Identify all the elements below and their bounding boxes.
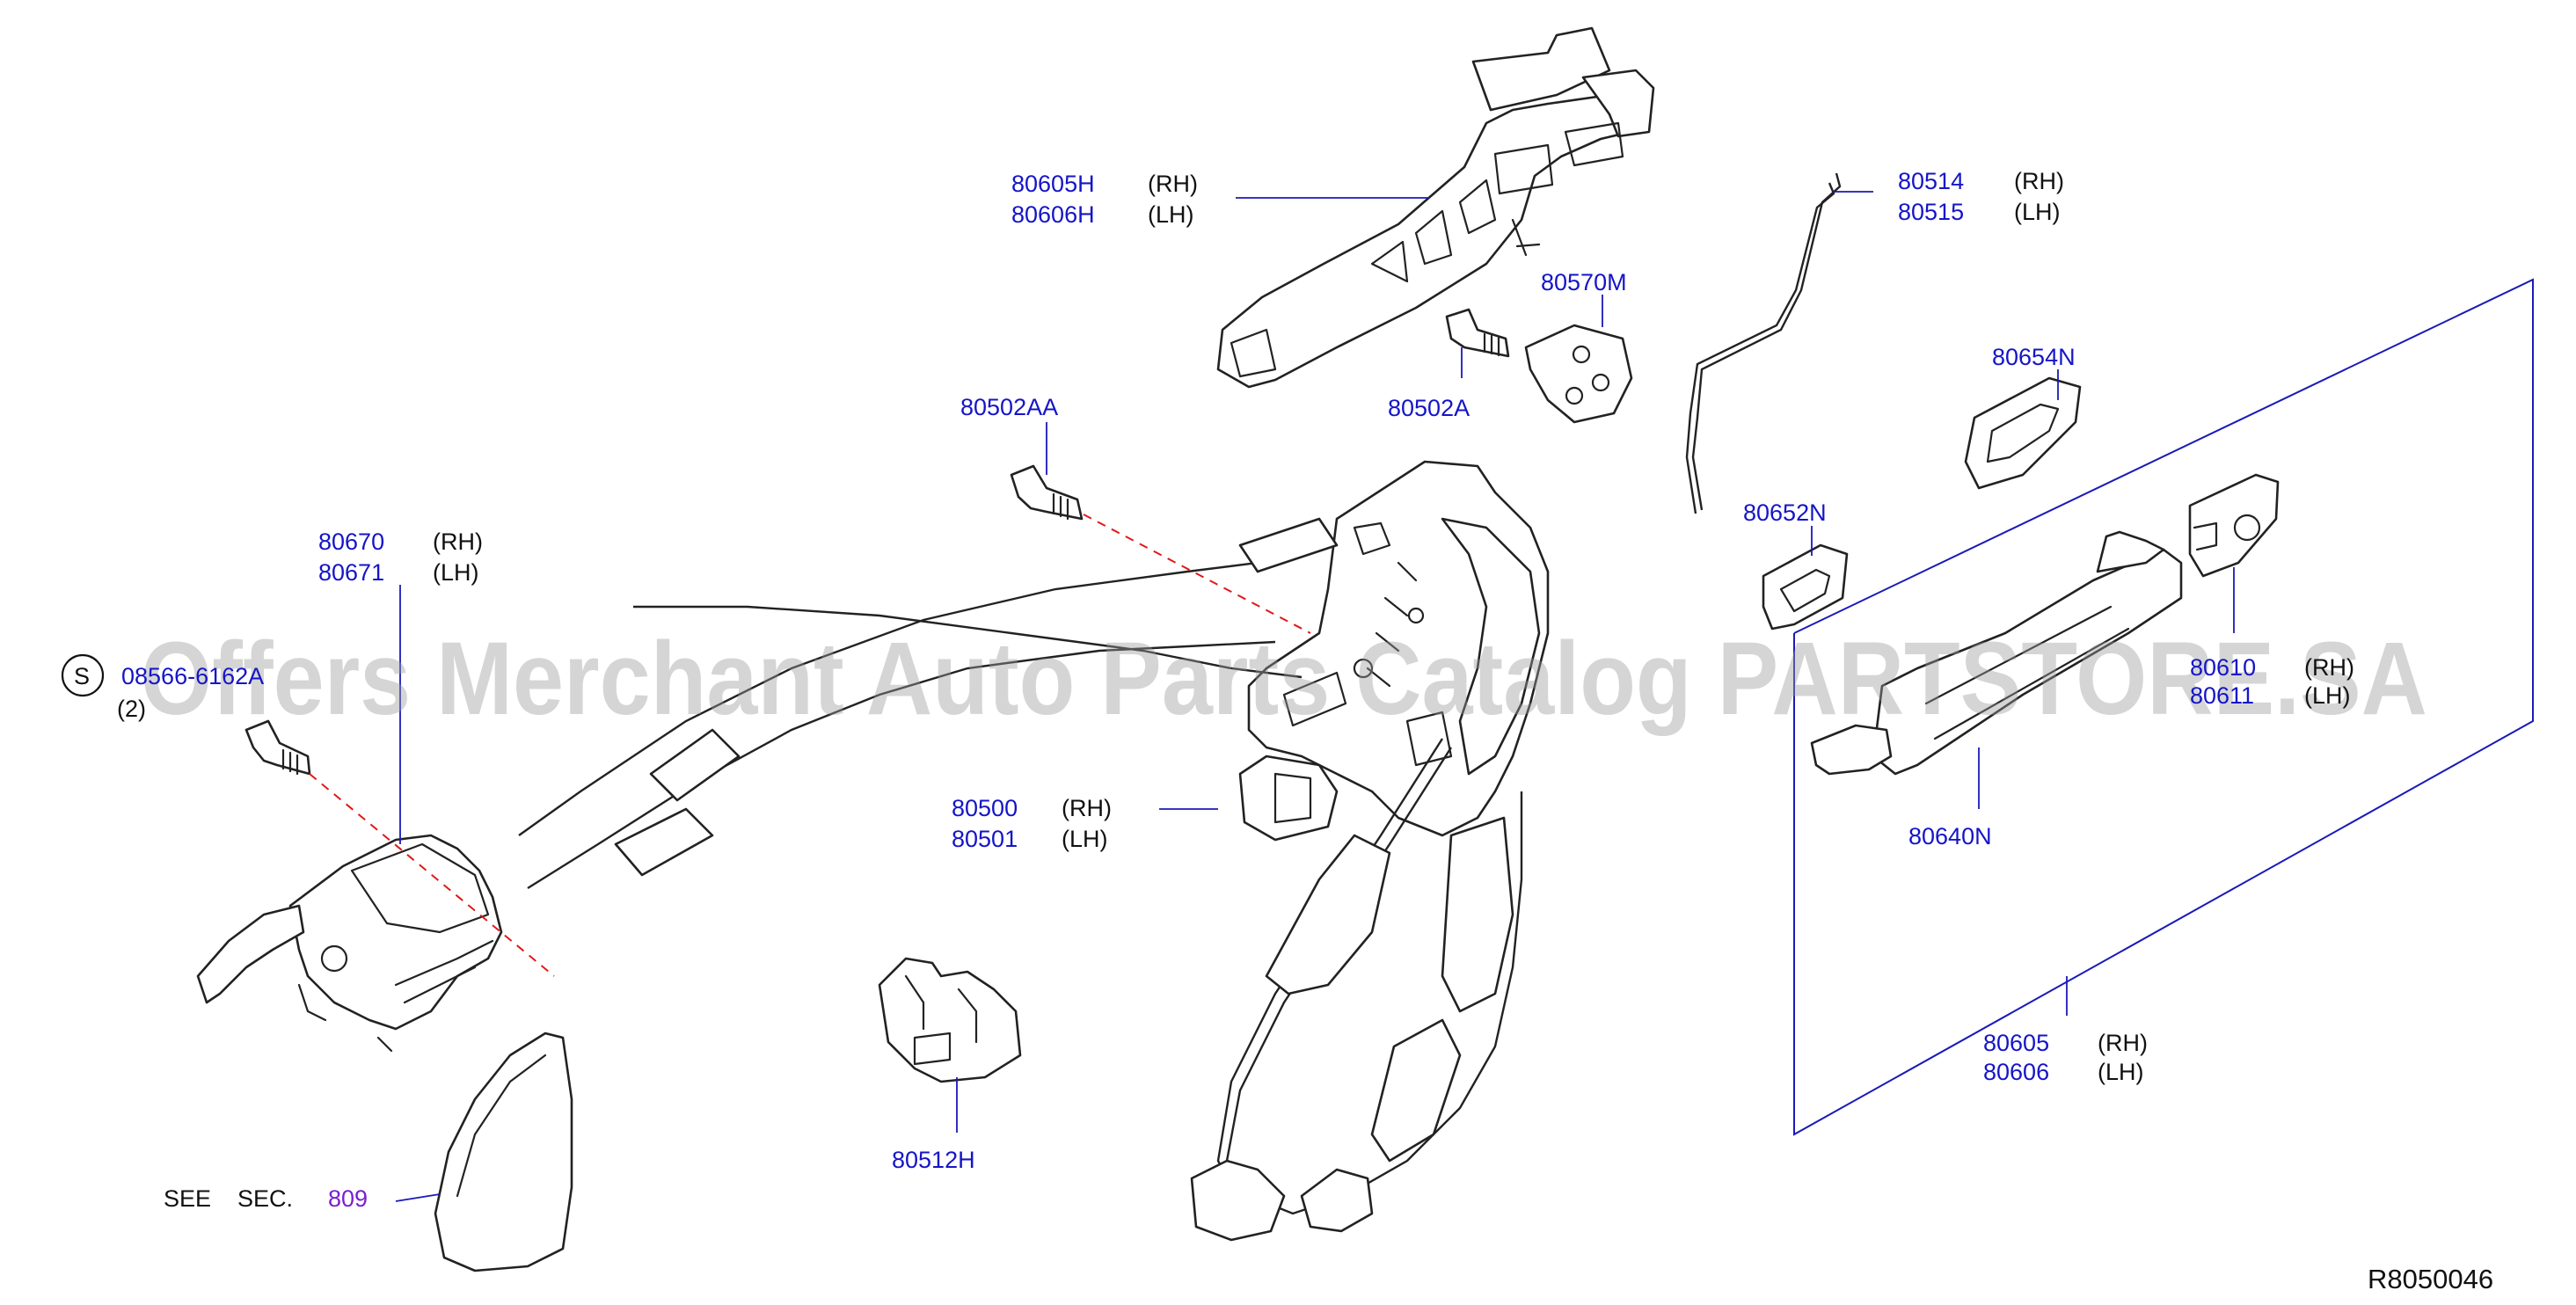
callout-escutcheon-gasket-front[interactable]: 80654N <box>1992 344 2076 370</box>
trim-panel-part <box>434 1032 573 1272</box>
escutcheon-gasket-front-part <box>1964 376 2082 490</box>
part-number-rh: 80514 <box>1898 168 1964 194</box>
side-lh: (LH) <box>2098 1059 2144 1085</box>
part-number: 80502AA <box>960 394 1058 420</box>
cable-loops <box>518 517 1523 1242</box>
callout-key-cylinder-cap[interactable]: 80610 80611 (RH) (LH) <box>2190 654 2354 709</box>
part-number-rh: 80670 <box>318 529 384 555</box>
alignment-lines <box>309 514 1311 977</box>
inside-handle-part <box>196 834 503 1053</box>
section-number-link[interactable]: 809 <box>328 1185 368 1212</box>
side-rh: (RH) <box>433 529 483 555</box>
part-number: 80512H <box>892 1147 975 1173</box>
lock-rod-part <box>1685 172 1842 514</box>
outside-handle-bracket-part <box>1216 26 1655 389</box>
part-number-rh: 80605H <box>1011 171 1095 197</box>
key-cylinder-cap-part <box>2188 473 2280 578</box>
side-lh: (LH) <box>2014 199 2061 225</box>
callout-outside-handle-grip[interactable]: 80640N <box>1908 823 1992 849</box>
side-lh: (LH) <box>2304 682 2351 709</box>
side-rh: (RH) <box>2014 168 2064 194</box>
part-number: 80640N <box>1908 823 1992 849</box>
lock-bolt-part <box>1010 464 1084 521</box>
callout-lock-rod[interactable]: 80514 80515 (RH) (LH) <box>1898 168 2064 225</box>
watermark: Offers Merchant Auto Parts Catalog PARTS… <box>141 621 2427 737</box>
sec-label: SEC. <box>237 1185 293 1212</box>
screw-quantity: (2) <box>117 696 146 722</box>
callout-outside-handle-assembly[interactable]: 80605 80606 (RH) (LH) <box>1983 1030 2148 1085</box>
cable-clip-part <box>878 957 1022 1083</box>
diagram-reference-code: R8050046 <box>2368 1264 2493 1294</box>
door-lock-actuator-part <box>1238 460 1550 842</box>
callout-inside-handle[interactable]: 80670 80671 (RH) (LH) <box>318 529 483 586</box>
part-number-lh: 80606 <box>1983 1059 2049 1085</box>
side-rh: (RH) <box>2098 1030 2148 1056</box>
part-number-rh: 80500 <box>952 795 1018 821</box>
leader-lines <box>395 191 2534 1202</box>
callout-handle-bolt[interactable]: 80502A <box>1388 395 1470 421</box>
standard-part-circle-icon <box>61 653 105 697</box>
part-number-rh: 80605 <box>1983 1030 2049 1056</box>
callout-screw-symbol[interactable]: S 08566-6162A (2) <box>61 653 264 722</box>
part-number: 80654N <box>1992 344 2076 370</box>
part-number: 80652N <box>1743 499 1827 526</box>
side-lh: (LH) <box>1062 826 1108 852</box>
standard-part-symbol: S <box>74 663 90 689</box>
part-number: 80570M <box>1541 269 1627 295</box>
outside-handle-grip-part <box>1810 530 2183 776</box>
callout-outside-handle-bracket[interactable]: 80605H 80606H (RH) (LH) <box>1011 171 1198 228</box>
part-number-lh: 80515 <box>1898 199 1964 225</box>
part-number: 80502A <box>1388 395 1470 421</box>
part-number-lh: 80611 <box>2190 682 2254 709</box>
side-lh: (LH) <box>1148 201 1194 228</box>
part-number-lh: 80606H <box>1011 201 1095 228</box>
side-rh: (RH) <box>1062 795 1112 821</box>
callout-bracket-plate[interactable]: 80570M <box>1541 269 1627 295</box>
escutcheon-gasket-rear-part <box>1762 543 1849 631</box>
part-number-lh: 80671 <box>318 559 384 586</box>
bracket-plate-part <box>1524 324 1633 424</box>
side-rh: (RH) <box>2304 654 2354 681</box>
part-number-lh: 80501 <box>952 826 1018 852</box>
see-label: SEE <box>164 1185 211 1212</box>
callout-escutcheon-gasket-rear[interactable]: 80652N <box>1743 499 1827 526</box>
handle-bolt-part <box>1445 308 1510 358</box>
callout-cable-clip[interactable]: 80512H <box>892 1147 975 1173</box>
part-number-rh: 80610 <box>2190 654 2256 681</box>
callout-lock-bolt[interactable]: 80502AA <box>960 394 1058 420</box>
side-rh: (RH) <box>1148 171 1198 197</box>
side-lh: (LH) <box>433 559 479 586</box>
callout-door-lock-actuator[interactable]: 80500 80501 (RH) (LH) <box>952 795 1112 852</box>
screw-part-number: 08566-6162A <box>121 663 264 689</box>
see-section-reference[interactable]: SEE SEC. 809 <box>164 1185 368 1212</box>
